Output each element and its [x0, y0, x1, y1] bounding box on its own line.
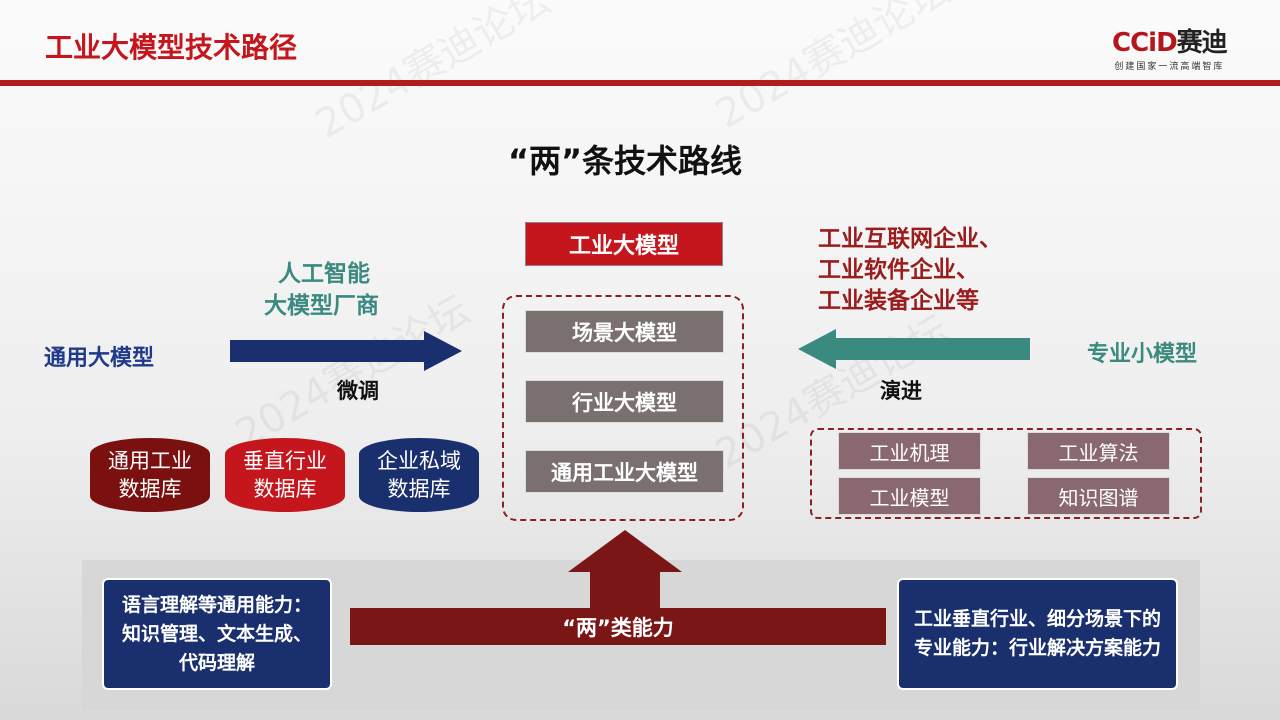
finetune-label: 微调 — [337, 379, 379, 403]
professional-capability-box: 工业垂直行业、细分场景下的专业能力：行业解决方案能力 — [897, 578, 1178, 690]
knowledge-item: 工业模型 — [838, 477, 981, 515]
capability-label: “两”类能力 — [562, 616, 674, 640]
evolve-label: 演进 — [880, 379, 922, 403]
industry-vendors: 工业互联网企业、工业软件企业、工业装备企业等 — [818, 226, 1002, 314]
general-capability-box: 语言理解等通用能力：知识管理、文本生成、代码理解 — [102, 578, 332, 690]
knowledge-item: 知识图谱 — [1027, 477, 1170, 515]
database-cylinder: 垂直行业数据库 — [225, 438, 345, 512]
model-stack-frame — [502, 295, 744, 521]
page-title: 工业大模型技术路径 — [45, 31, 298, 64]
stack-item: 行业大模型 — [525, 380, 724, 423]
database-cylinder: 企业私域数据库 — [359, 438, 479, 512]
vendor-label: 人工智能 — [278, 261, 370, 287]
up-arrow-icon — [350, 530, 886, 645]
small-model-label: 专业小模型 — [1087, 342, 1198, 367]
knowledge-item: 工业算法 — [1027, 432, 1170, 470]
industrial-model-box: 工业大模型 — [525, 222, 723, 266]
stack-item: 场景大模型 — [525, 310, 724, 353]
general-model-label: 通用大模型 — [44, 346, 155, 371]
small-model-frame — [810, 428, 1202, 519]
section-subtitle: “两”条技术路线 — [507, 142, 743, 180]
header-divider — [0, 80, 1280, 86]
ccid-logo: CCiD赛迪 创建国家一流高端智库 — [1112, 28, 1228, 72]
vendor-label: 大模型厂商 — [264, 293, 379, 319]
watermark: 2024赛迪论坛 — [708, 0, 958, 138]
database-cylinder: 通用工业数据库 — [90, 438, 210, 512]
right-arrow-icon — [230, 331, 462, 371]
knowledge-item: 工业机理 — [838, 432, 981, 470]
left-arrow-icon — [798, 329, 1030, 369]
logo-tagline: 创建国家一流高端智库 — [1114, 62, 1225, 72]
watermark: 2024赛迪论坛 — [308, 0, 558, 148]
stack-item: 通用工业大模型 — [525, 450, 724, 493]
